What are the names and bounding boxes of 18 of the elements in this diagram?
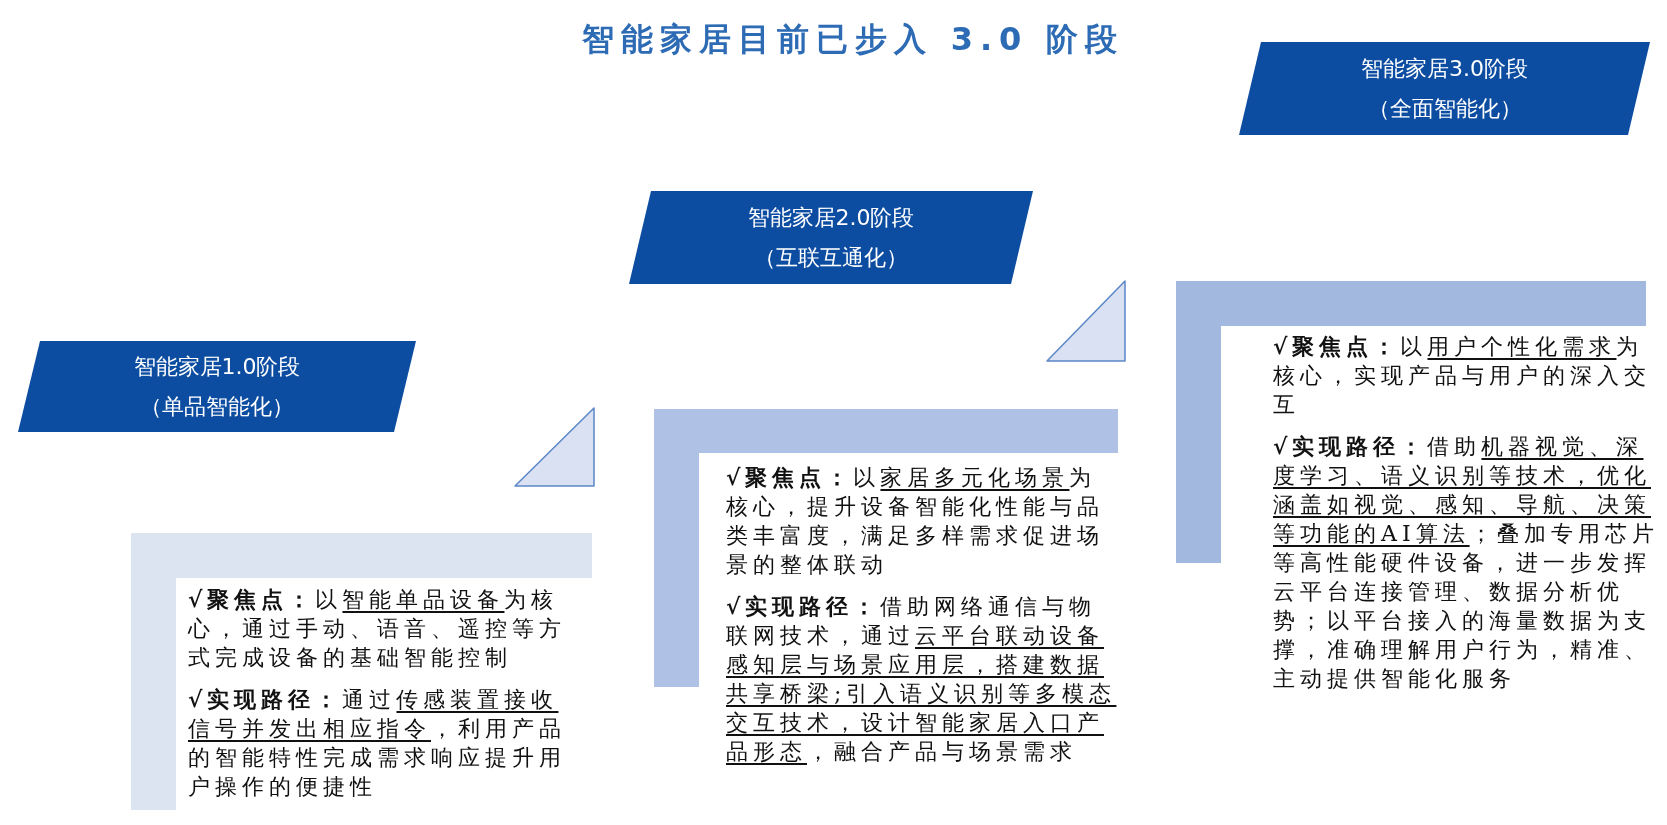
stage-subtitle: （单品智能化） [140, 392, 294, 421]
stage-subtitle: （互联互通化） [754, 243, 908, 272]
focus-paragraph: √聚焦点：以智能单品设备为核心，通过手动、语音、遥控等方式完成设备的基础智能控制 [188, 585, 567, 672]
stage-title: 智能家居1.0阶段 [133, 352, 301, 381]
step-triangle [514, 407, 595, 487]
stage-banner [629, 191, 1033, 284]
step-triangle [1046, 280, 1126, 362]
stage-title: 智能家居2.0阶段 [747, 203, 915, 232]
focus-paragraph: √聚焦点：以用户个性化需求为核心，实现产品与用户的深入交互 [1273, 332, 1652, 419]
stage-banner [1239, 42, 1650, 135]
stage-banner [18, 341, 416, 432]
stage-title: 智能家居3.0阶段 [1361, 54, 1528, 83]
approach-paragraph: √实现路径：通过传感装置接收信号并发出相应指令，利用产品的智能特性完成需求响应提升用户操作的便捷性 [188, 685, 567, 801]
stage-subtitle: （全面智能化） [1367, 94, 1522, 123]
diagram-title: 智能家居目前已步入 3.0 阶段 [581, 19, 1125, 60]
approach-paragraph: √实现路径：借助机器视觉、深度学习、语义识别等技术，优化涵盖如视觉、感知、导航、决策等功能的AI算法；叠加专用芯片等高性能硬件设备，进一步发挥云平台连接管理、数据分析优势；以平台接入的海量数据为支撑，准确理解用户行为，精准、主动提供智能化服务 [1273, 432, 1660, 693]
focus-paragraph: √聚焦点：以家居多元化场景为核心，提升设备智能化性能与品类丰富度，满足多样需求促进场景的整体联动 [726, 463, 1105, 579]
approach-paragraph: √实现路径：借助网络通信与物联网技术，通过云平台联动设备感知层与场景应用层，搭建数据共享桥梁;引入语义识别等多模态交互技术，设计智能家居入口产品形态，融合产品与场景需求 [726, 592, 1118, 766]
